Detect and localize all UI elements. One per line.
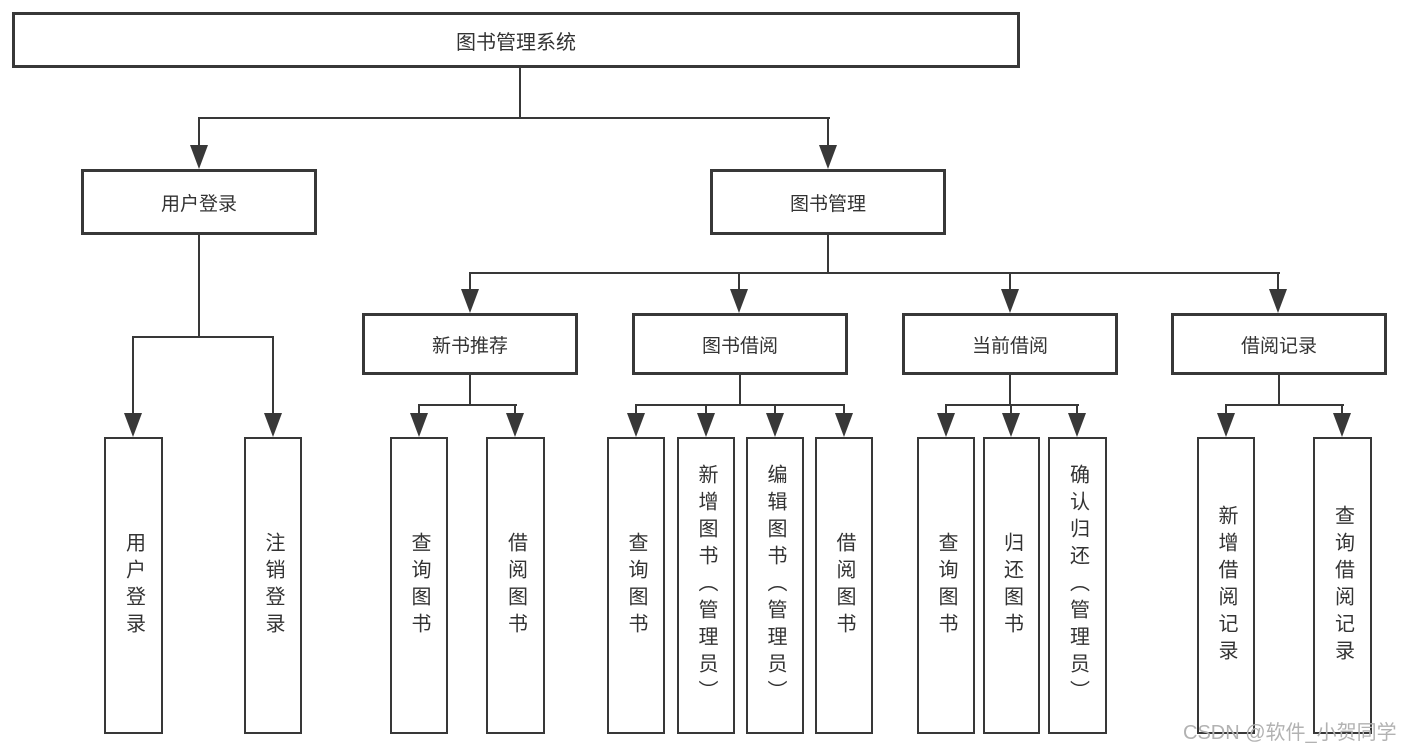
arrow-down-icon [124,413,142,437]
node-label: 注销登录 [262,531,284,640]
connector-line [1225,404,1344,406]
leaf-return-books: 归还图书 [983,437,1040,734]
connector-line [132,336,274,338]
connector-line [1009,272,1011,290]
node-label: 新增图书（管理员） [695,464,717,707]
leaf-query-books-recommend: 查询图书 [390,437,448,734]
leaf-add-borrow-record: 新增借阅记录 [1197,437,1255,734]
connector-line [827,117,829,147]
arrow-down-icon [1002,413,1020,437]
connector-line [198,117,200,147]
node-library-management-system: 图书管理系统 [12,12,1020,68]
connector-line [1278,374,1280,406]
leaf-confirm-return-admin: 确认归还（管理员） [1048,437,1107,734]
connector-line [514,404,516,415]
node-user-login: 用户登录 [81,169,317,235]
connector-line [469,272,471,290]
arrow-down-icon [937,413,955,437]
arrow-down-icon [1068,413,1086,437]
arrow-down-icon [1269,289,1287,313]
leaf-edit-books-admin: 编辑图书（管理员） [746,437,804,734]
arrow-down-icon [730,289,748,313]
arrow-down-icon [697,413,715,437]
node-book-management: 图书管理 [710,169,946,235]
node-label: 借阅记录 [1240,335,1317,357]
node-current-borrowing: 当前借阅 [902,313,1118,375]
connector-line [1010,404,1012,415]
node-label: 归还图书 [1000,531,1023,640]
arrow-down-icon [1333,413,1351,437]
arrow-down-icon [627,413,645,437]
connector-line [198,117,830,119]
arrow-down-icon [506,413,524,437]
node-label: 图书管理系统 [456,31,576,54]
connector-line [519,68,521,119]
connector-line [635,404,637,415]
connector-line [843,404,845,415]
node-new-book-recommendation: 新书推荐 [362,313,578,375]
connector-line [705,404,707,415]
connector-line [1009,374,1011,406]
connector-line [272,336,274,414]
connector-line [945,404,1079,406]
connector-line [1341,404,1343,415]
arrow-down-icon [461,289,479,313]
connector-line [1225,404,1227,415]
connector-line [635,404,845,406]
node-label: 确认归还（管理员） [1066,464,1089,707]
node-borrowing-records: 借阅记录 [1171,313,1387,375]
arrow-down-icon [190,145,208,169]
connector-line [1277,272,1279,290]
connector-line [469,272,1280,274]
arrow-down-icon [410,413,428,437]
node-label: 查询借阅记录 [1331,504,1354,667]
node-label: 新增借阅记录 [1215,504,1237,667]
connector-line [774,404,776,415]
node-label: 借阅图书 [504,531,527,640]
leaf-borrow-books-recommend: 借阅图书 [486,437,545,734]
connector-line [827,234,829,274]
leaf-add-books-admin: 新增图书（管理员） [677,437,735,734]
connector-line [418,404,420,415]
connector-line [418,404,517,406]
connector-line [739,374,741,406]
connector-line [132,336,134,414]
connector-line [738,272,740,290]
leaf-query-borrow-record: 查询借阅记录 [1313,437,1372,734]
node-label: 借阅图书 [833,531,855,640]
node-label: 查询图书 [408,531,430,640]
connector-line [469,374,471,406]
arrow-down-icon [835,413,853,437]
leaf-user-login: 用户登录 [104,437,163,734]
connector-line [198,234,200,338]
node-label: 查询图书 [935,531,957,640]
node-book-borrowing: 图书借阅 [632,313,848,375]
node-label: 新书推荐 [431,335,508,357]
csdn-watermark: CSDN @软件_小贺同学 [1183,722,1397,744]
leaf-query-books-borrow: 查询图书 [607,437,665,734]
connector-line [945,404,947,415]
arrow-down-icon [1001,289,1019,313]
arrow-down-icon [264,413,282,437]
node-label: 编辑图书（管理员） [764,464,786,707]
node-label: 图书借阅 [701,335,778,357]
arrow-down-icon [766,413,784,437]
connector-line [1076,404,1078,415]
leaf-logout: 注销登录 [244,437,302,734]
node-label: 图书管理 [789,193,866,215]
node-label: 用户登录 [160,193,237,215]
leaf-query-books-current: 查询图书 [917,437,975,734]
node-label: 用户登录 [122,531,145,640]
leaf-borrow-books: 借阅图书 [815,437,873,734]
node-label: 查询图书 [625,531,647,640]
arrow-down-icon [1217,413,1235,437]
node-label: 当前借阅 [971,335,1048,357]
arrow-down-icon [819,145,837,169]
